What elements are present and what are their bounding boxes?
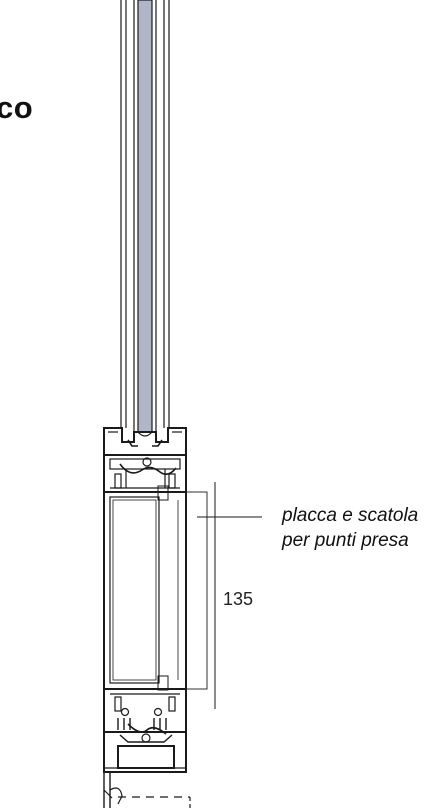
heading-fragment: co: [0, 90, 34, 125]
lower-connection: [103, 689, 187, 735]
dimension-label: 135: [223, 589, 254, 609]
callout-line-2: per punti presa: [282, 530, 409, 551]
lower-transom: [103, 732, 187, 773]
upper-transom: [103, 427, 187, 456]
upper-connection: [103, 455, 187, 493]
callout-line-1: placca e scatola: [282, 505, 419, 526]
bottom-bracket: [103, 772, 191, 808]
outlet-box-section: [103, 485, 208, 691]
callout-label: placca e scatola per punti presa: [282, 503, 418, 553]
glazing-unit: [120, 0, 170, 437]
